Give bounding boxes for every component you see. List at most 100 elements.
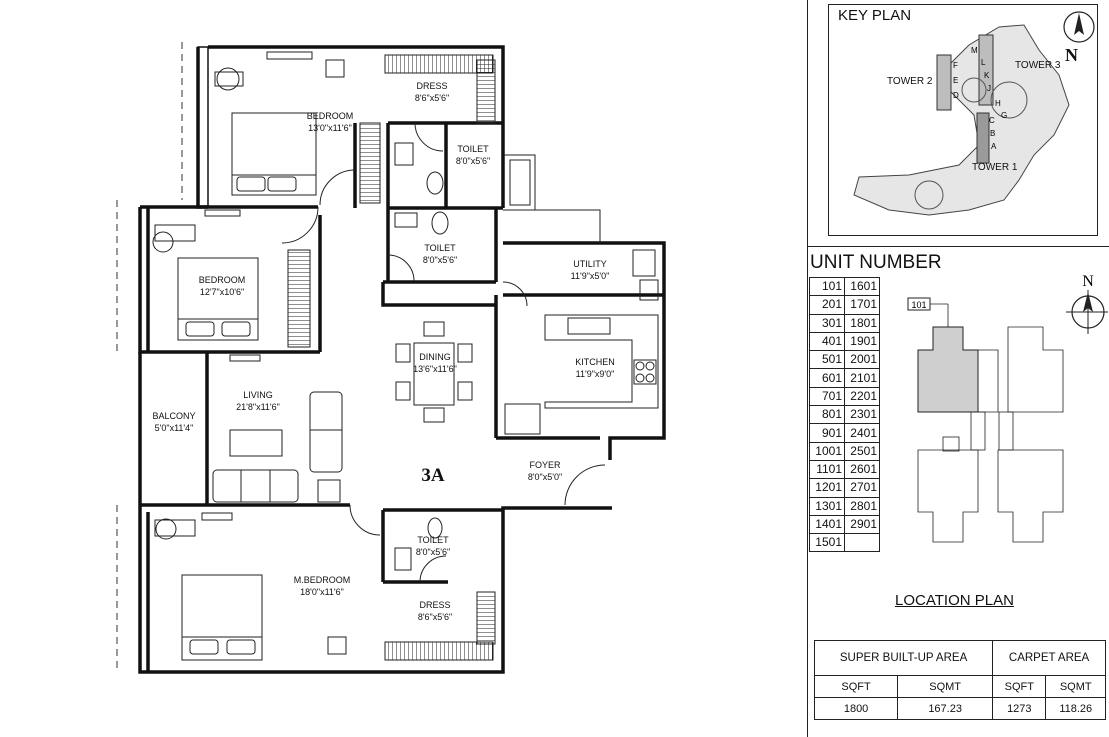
room-size: 13'6"x11'6" (413, 364, 457, 374)
area-value: 1800 (813, 697, 899, 720)
unit-number-cell: 1801 (844, 313, 880, 333)
room-name: BEDROOM (307, 111, 354, 121)
location-plan-drawing: 101 N (907, 273, 1108, 543)
unit-number-cell: 2701 (844, 478, 880, 498)
room-size: 13'0"x11'6" (308, 123, 352, 133)
unit-number-cell: 201 (809, 295, 845, 315)
tower-label: TOWER 3 (1015, 60, 1061, 71)
room-name: TOILET (457, 144, 489, 154)
wardrobes (287, 54, 496, 661)
unit-number-cell: 901 (809, 423, 845, 443)
unit-number-cell: 1101 (809, 459, 845, 480)
block-letter: C (989, 116, 995, 125)
unit-number-cell: 2801 (844, 496, 880, 516)
key-plan: KEY PLAN M L K J H G F E D C B A TOWER 2 (828, 4, 1098, 236)
location-north-label: N (1082, 273, 1094, 290)
unit-number-cell: 401 (809, 331, 845, 352)
tower-2-block (936, 54, 952, 111)
room-size: 5'0"x11'4" (155, 423, 194, 433)
block-letter: F (953, 61, 958, 70)
room-size: 11'9"x9'0" (576, 369, 615, 379)
block-letter: L (981, 58, 986, 67)
unit-number-cell: 301 (809, 313, 845, 333)
unit-number-cell: 2601 (844, 459, 880, 480)
carpet-area-header: CARPET AREA (992, 640, 1106, 676)
room-name: BALCONY (152, 411, 195, 421)
room-size: 8'0"x5'0" (528, 472, 562, 482)
room-name: TOILET (417, 535, 449, 545)
block-letter: A (991, 142, 997, 151)
block-letter: B (990, 129, 995, 138)
area-table: SUPER BUILT-UP AREA CARPET AREA SQFT SQM… (813, 640, 1106, 720)
area-value: 118.26 (1045, 697, 1106, 720)
tower-label: TOWER 1 (972, 162, 1018, 173)
north-label: N (1065, 45, 1078, 65)
unit-number-cell: 1201 (809, 478, 845, 498)
block-letter: J (987, 84, 991, 93)
key-plan-title: KEY PLAN (838, 7, 912, 24)
unit-number-cell: 1601 (844, 276, 880, 297)
unit-number-cell: 1301 (809, 496, 845, 516)
highlighted-unit (917, 326, 979, 413)
unit-number-cell: 1501 (809, 533, 845, 553)
unit-number-title: UNIT NUMBER (810, 252, 942, 273)
unit-number-cell: 501 (809, 350, 845, 370)
room-name: DRESS (416, 81, 447, 91)
unit-header: SQMT (897, 675, 994, 698)
area-value: 1273 (992, 697, 1047, 720)
doors (281, 122, 606, 583)
unit-number-row: 1501 (809, 533, 880, 553)
unit-number-cell: 2401 (844, 423, 880, 443)
floor-plan: BEDROOM 13'0"x11'6" DRESS 8'6"x5'6" TOIL… (116, 42, 666, 674)
tower-3-block (978, 34, 994, 106)
unit-header: SQFT (813, 675, 899, 698)
room-name: LIVING (243, 390, 273, 400)
unit-header: SQMT (1045, 675, 1106, 698)
room-size: 8'6"x5'6" (415, 93, 449, 103)
unit-number-cell: 2201 (844, 386, 880, 407)
unit-number-cell: 701 (809, 386, 845, 407)
exterior-walls (138, 45, 666, 674)
room-size: 12'7"x10'6" (200, 287, 244, 297)
info-panel: KEY PLAN M L K J H G F E D C B A TOWER 2 (807, 0, 1109, 737)
room-size: 8'6"x5'6" (418, 612, 452, 622)
tower-label: TOWER 2 (887, 76, 933, 87)
room-size: 8'0"x5'6" (423, 255, 457, 265)
unit-number-cell: 2901 (844, 514, 880, 535)
room-size: 18'0"x11'6" (300, 587, 344, 597)
super-built-up-header: SUPER BUILT-UP AREA (813, 640, 994, 676)
unit-number-cell: 2001 (844, 350, 880, 370)
unit-number-cell (844, 533, 880, 553)
unit-number-cell: 101 (809, 276, 845, 297)
block-letter: H (995, 99, 1001, 108)
unit-number-cell: 601 (809, 368, 845, 388)
furniture (152, 51, 659, 661)
block-letter: K (984, 71, 990, 80)
room-size: 21'8"x11'6" (236, 402, 280, 412)
room-name: M.BEDROOM (294, 575, 351, 585)
unit-number-cell: 2501 (844, 441, 880, 461)
unit-header: SQFT (992, 675, 1047, 698)
unit-number-cell: 1401 (809, 514, 845, 535)
room-labels: BEDROOM 13'0"x11'6" DRESS 8'6"x5'6" TOIL… (152, 81, 614, 622)
unit-number-cell: 2301 (844, 405, 880, 425)
highlight-unit-label: 101 (911, 300, 926, 310)
block-letter: D (953, 91, 959, 100)
room-name: FOYER (529, 460, 561, 470)
room-size: 11'9"x5'0" (571, 271, 610, 281)
room-name: DRESS (419, 600, 450, 610)
unit-number-cell: 1901 (844, 331, 880, 352)
